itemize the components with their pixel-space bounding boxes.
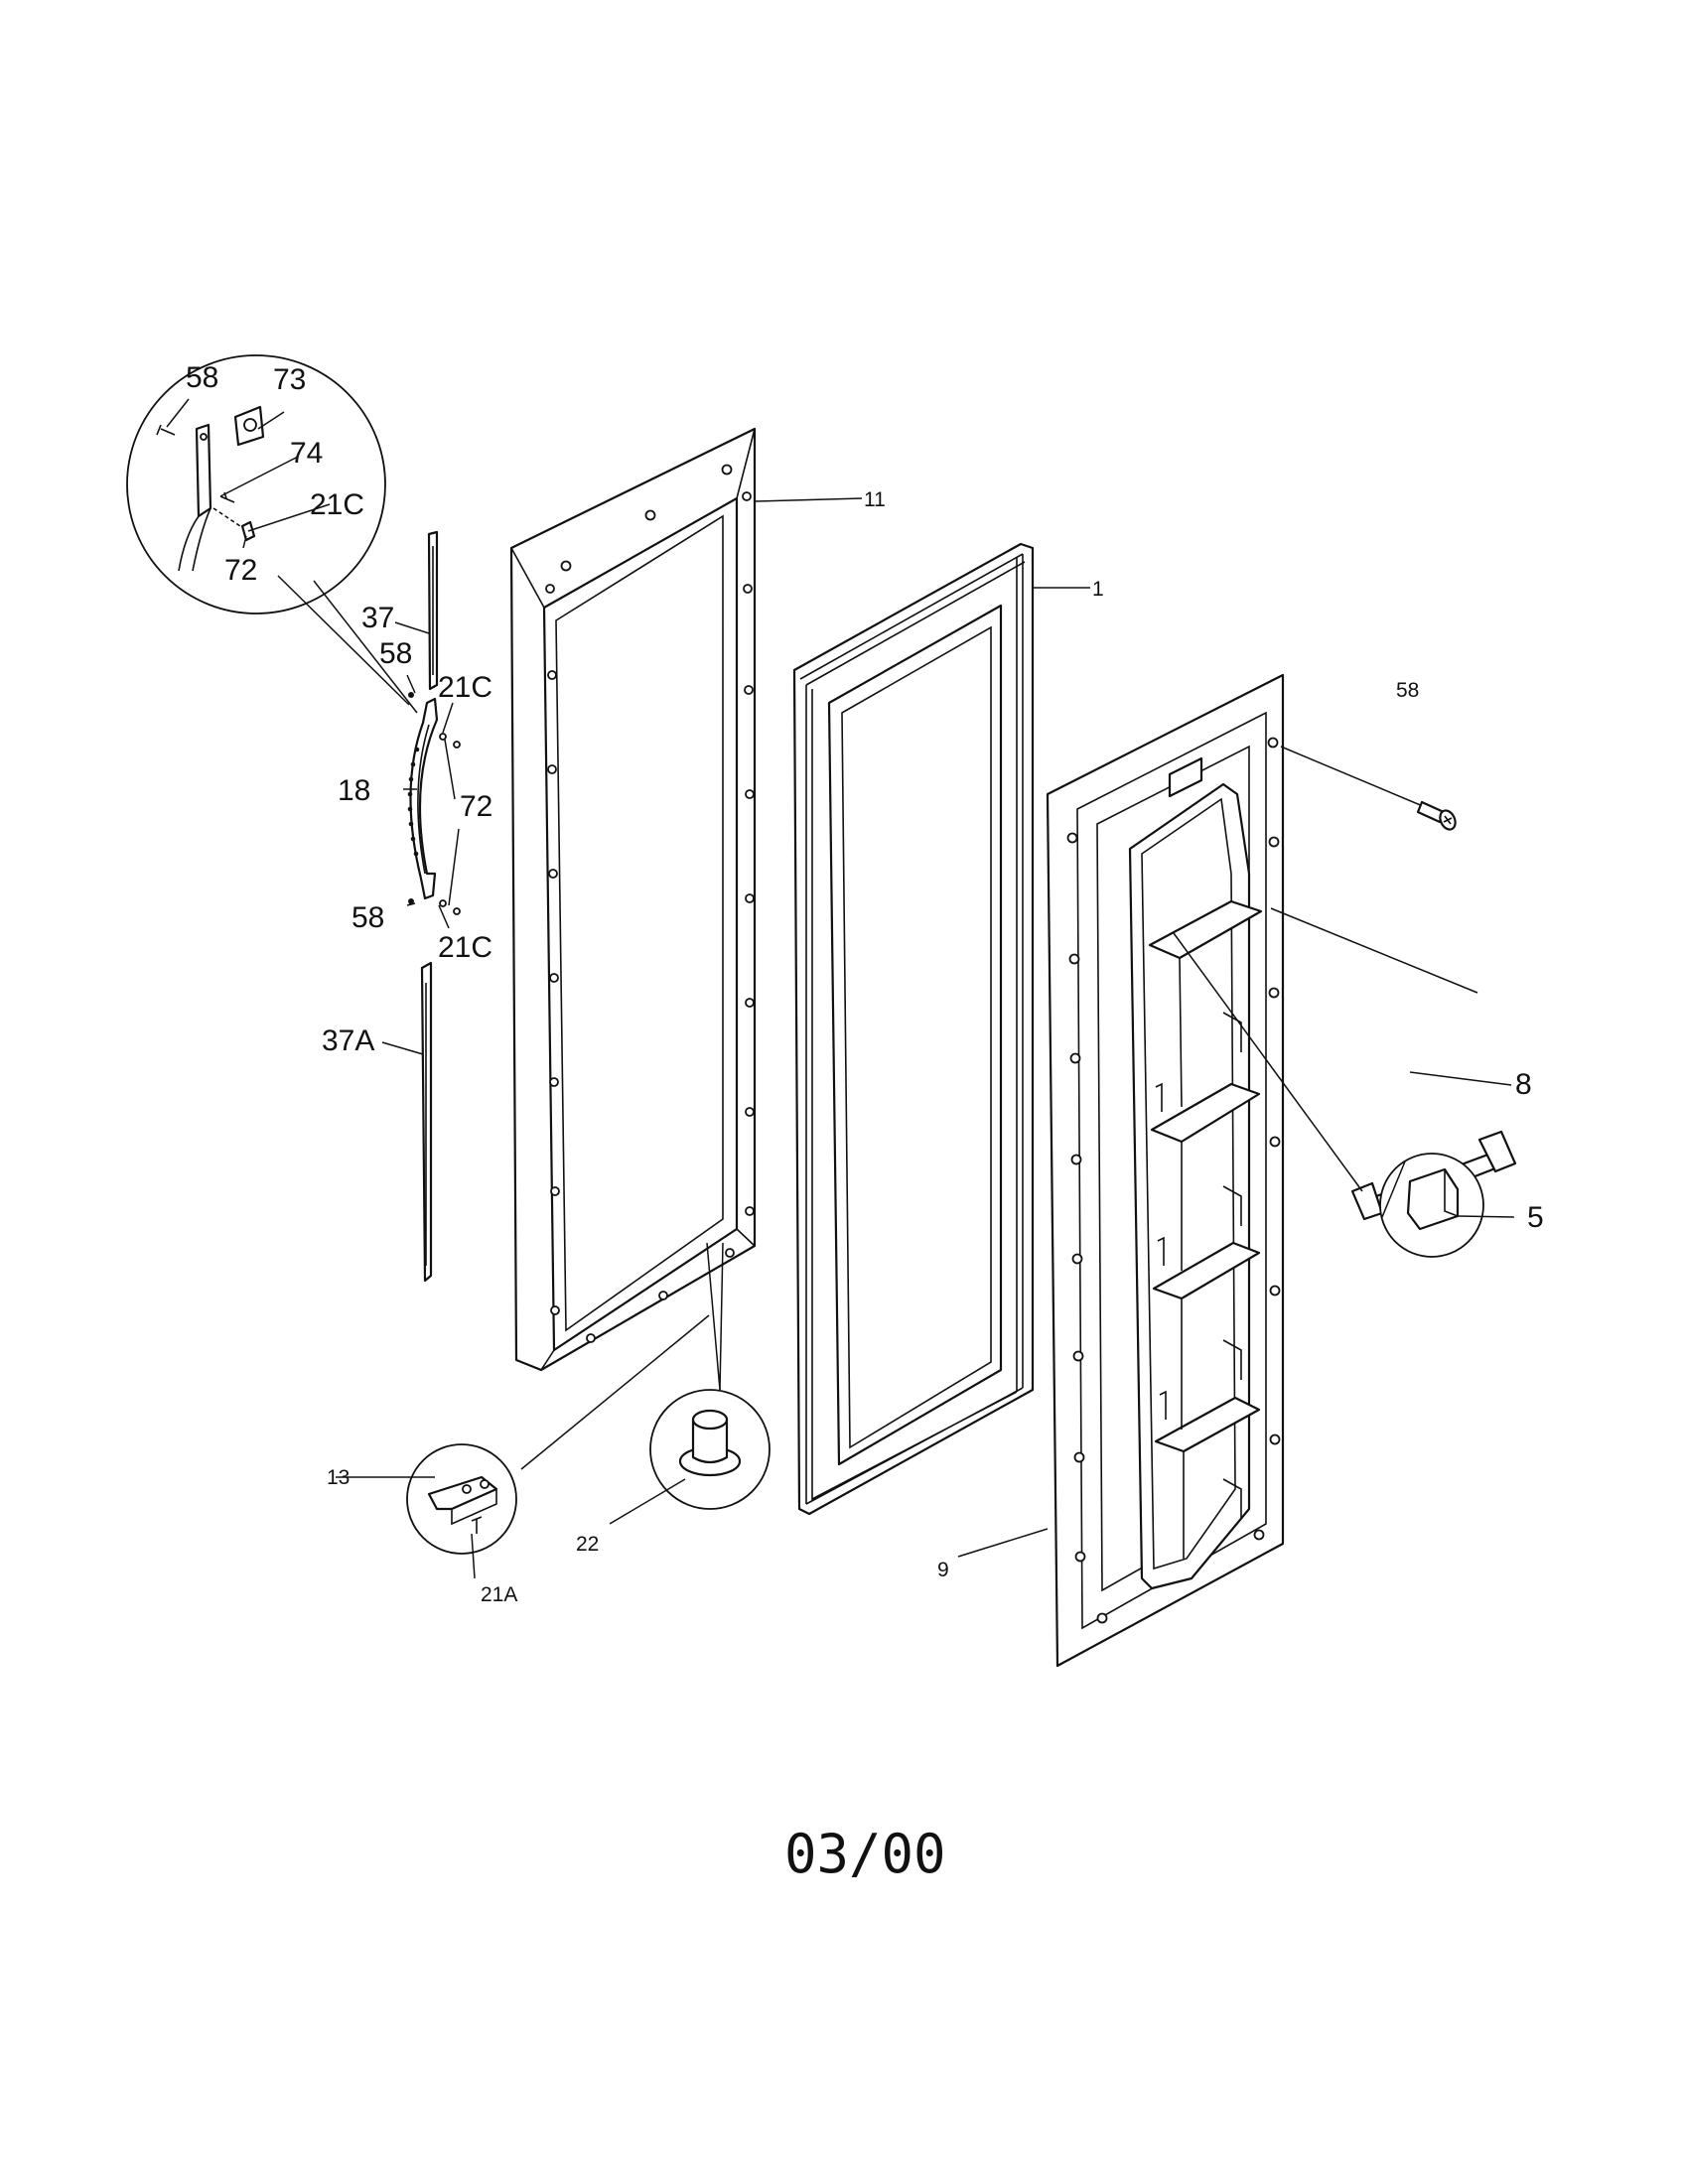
label-58-bottom: 58	[351, 901, 384, 934]
label-21c-bottom: 21C	[438, 931, 492, 964]
label-11: 11	[864, 488, 886, 511]
label-58-inset: 58	[186, 361, 218, 394]
label-37: 37	[361, 602, 394, 634]
handle-grip-dots	[407, 747, 420, 857]
label-58-top: 58	[379, 637, 412, 670]
label-18: 18	[338, 774, 370, 807]
label-74: 74	[290, 437, 323, 470]
label-13: 13	[327, 1466, 350, 1489]
door-frame-part-11	[509, 427, 757, 1372]
door-shelves	[1128, 782, 1263, 1590]
handle-detail-inset	[126, 354, 386, 614]
label-21c-inset: 21C	[310, 488, 364, 521]
label-5: 5	[1527, 1201, 1544, 1234]
label-72-inset: 72	[224, 554, 257, 587]
liner-screw-holes	[1066, 737, 1281, 1624]
door-liner-part-9	[1046, 673, 1285, 1668]
screw-part-58	[1416, 800, 1457, 831]
date-code: 03/00	[784, 1823, 946, 1885]
leader-lines	[166, 398, 1515, 1579]
label-21c-top: 21C	[438, 671, 492, 704]
label-8: 8	[1515, 1068, 1532, 1101]
label-58-right: 58	[1396, 679, 1419, 702]
label-73: 73	[273, 363, 306, 396]
door-gasket-part-1	[792, 542, 1035, 1516]
label-22: 22	[576, 1533, 599, 1556]
end-cap-inset-part-5	[1379, 1153, 1484, 1258]
label-37a: 37A	[322, 1024, 374, 1057]
bracket-inset-part-13	[406, 1314, 710, 1555]
label-9: 9	[937, 1559, 949, 1581]
handle-assembly	[407, 530, 461, 1283]
label-21a: 21A	[481, 1583, 517, 1606]
label-72: 72	[460, 790, 492, 823]
label-1: 1	[1092, 578, 1104, 601]
frame-screw-holes	[545, 464, 755, 1343]
bumper-inset-part-22	[649, 1242, 771, 1510]
